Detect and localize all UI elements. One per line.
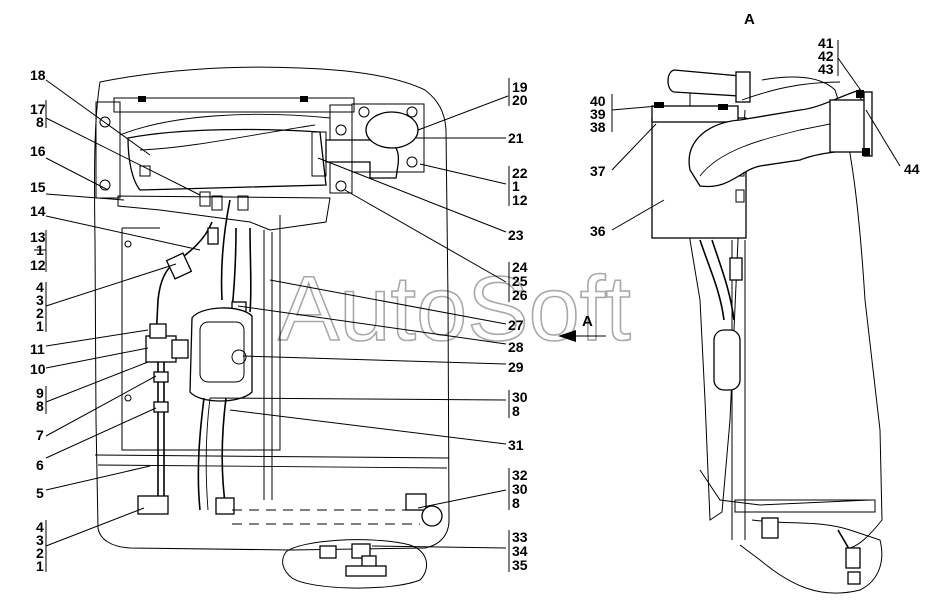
callout-2-top: 2 bbox=[36, 305, 44, 321]
callout-37: 37 bbox=[590, 163, 606, 179]
clamp-cylinder bbox=[829, 99, 869, 153]
callout-43: 43 bbox=[818, 61, 834, 77]
callout-31: 31 bbox=[508, 437, 524, 453]
callout-39: 39 bbox=[590, 106, 606, 122]
callouts-view-a: 41 42 43 40 39 38 37 36 44 bbox=[590, 35, 920, 239]
air-cleaner-body bbox=[127, 128, 327, 191]
side-panel-outline bbox=[689, 90, 746, 521]
callout-32-30: 30 bbox=[512, 481, 528, 497]
callout-6: 6 bbox=[36, 457, 44, 473]
callouts-left: 18 17 8 16 15 14 13 1 12 4 3 2 1 11 10 9… bbox=[30, 67, 46, 574]
callout-23: 23 bbox=[508, 227, 524, 243]
expansion-tank bbox=[189, 307, 253, 402]
callout-26: 26 bbox=[512, 287, 528, 303]
callout-25: 25 bbox=[512, 273, 528, 289]
callout-33: 33 bbox=[512, 529, 528, 545]
callout-7: 7 bbox=[36, 427, 44, 443]
callout-3-bottom: 3 bbox=[36, 532, 44, 548]
callout-27: 27 bbox=[508, 317, 524, 333]
callout-30-8: 8 bbox=[512, 403, 520, 419]
callout-34: 34 bbox=[512, 543, 528, 559]
callout-17: 17 bbox=[30, 101, 46, 117]
callout-24: 24 bbox=[512, 259, 528, 275]
callout-11: 11 bbox=[30, 341, 45, 357]
callout-32: 32 bbox=[512, 467, 528, 483]
callout-32-8: 8 bbox=[512, 495, 520, 511]
bottom-valve-outline bbox=[282, 539, 428, 589]
left-bracket bbox=[95, 101, 121, 199]
callout-40: 40 bbox=[590, 93, 606, 109]
callout-30: 30 bbox=[512, 389, 528, 405]
callout-5: 5 bbox=[36, 485, 44, 501]
callout-38: 38 bbox=[590, 119, 606, 135]
inner-frame bbox=[121, 215, 281, 451]
top-tube bbox=[667, 69, 741, 97]
hose-main bbox=[231, 227, 237, 311]
leader-lines bbox=[34, 40, 901, 572]
callout-35: 35 bbox=[512, 557, 528, 573]
callout-15: 15 bbox=[30, 179, 46, 195]
callout-22-12: 12 bbox=[512, 192, 528, 208]
view-a-title: A bbox=[744, 11, 755, 28]
callout-17-8: 8 bbox=[36, 114, 44, 130]
callout-3-top: 3 bbox=[36, 292, 44, 308]
callout-2-bottom: 2 bbox=[36, 545, 44, 561]
front-view-assembly bbox=[94, 66, 450, 589]
callout-9: 9 bbox=[36, 385, 44, 401]
mount-plate-top bbox=[113, 97, 355, 113]
callout-20: 20 bbox=[512, 92, 528, 108]
callout-42: 42 bbox=[818, 48, 834, 64]
body-outline bbox=[94, 66, 450, 551]
callout-13-1: 1 bbox=[36, 242, 44, 258]
callout-1-bottom: 1 bbox=[36, 558, 44, 574]
callout-4-bottom: 4 bbox=[36, 519, 44, 535]
callout-4-top: 4 bbox=[36, 279, 44, 295]
bottom-fitting-left bbox=[137, 495, 169, 515]
watermark: AutoSoft bbox=[278, 258, 631, 360]
callout-13: 13 bbox=[30, 229, 46, 245]
callout-29: 29 bbox=[508, 359, 524, 375]
section-arrow bbox=[558, 330, 576, 342]
callout-1-top: 1 bbox=[36, 318, 44, 334]
callout-36: 36 bbox=[590, 223, 606, 239]
callout-10: 10 bbox=[30, 361, 46, 377]
callout-13-12: 12 bbox=[30, 257, 46, 273]
callout-28: 28 bbox=[508, 339, 524, 355]
valve-block bbox=[145, 335, 177, 363]
callout-44: 44 bbox=[904, 161, 920, 177]
callout-14: 14 bbox=[30, 203, 46, 219]
drain-hose bbox=[220, 199, 231, 301]
callout-19: 19 bbox=[512, 79, 528, 95]
callout-21: 21 bbox=[508, 130, 524, 146]
callouts-right: 19 20 21 22 1 12 23 24 25 26 27 28 29 30… bbox=[508, 79, 528, 573]
callout-18: 18 bbox=[30, 67, 46, 83]
callout-22: 22 bbox=[512, 165, 528, 181]
support-beam bbox=[117, 195, 331, 231]
callout-16: 16 bbox=[30, 143, 46, 159]
view-a-assembly: A A bbox=[558, 11, 883, 594]
callout-22-1: 1 bbox=[512, 178, 520, 194]
callout-41: 41 bbox=[818, 35, 834, 51]
callout-9-8: 8 bbox=[36, 398, 44, 414]
section-mark: A bbox=[582, 313, 593, 330]
